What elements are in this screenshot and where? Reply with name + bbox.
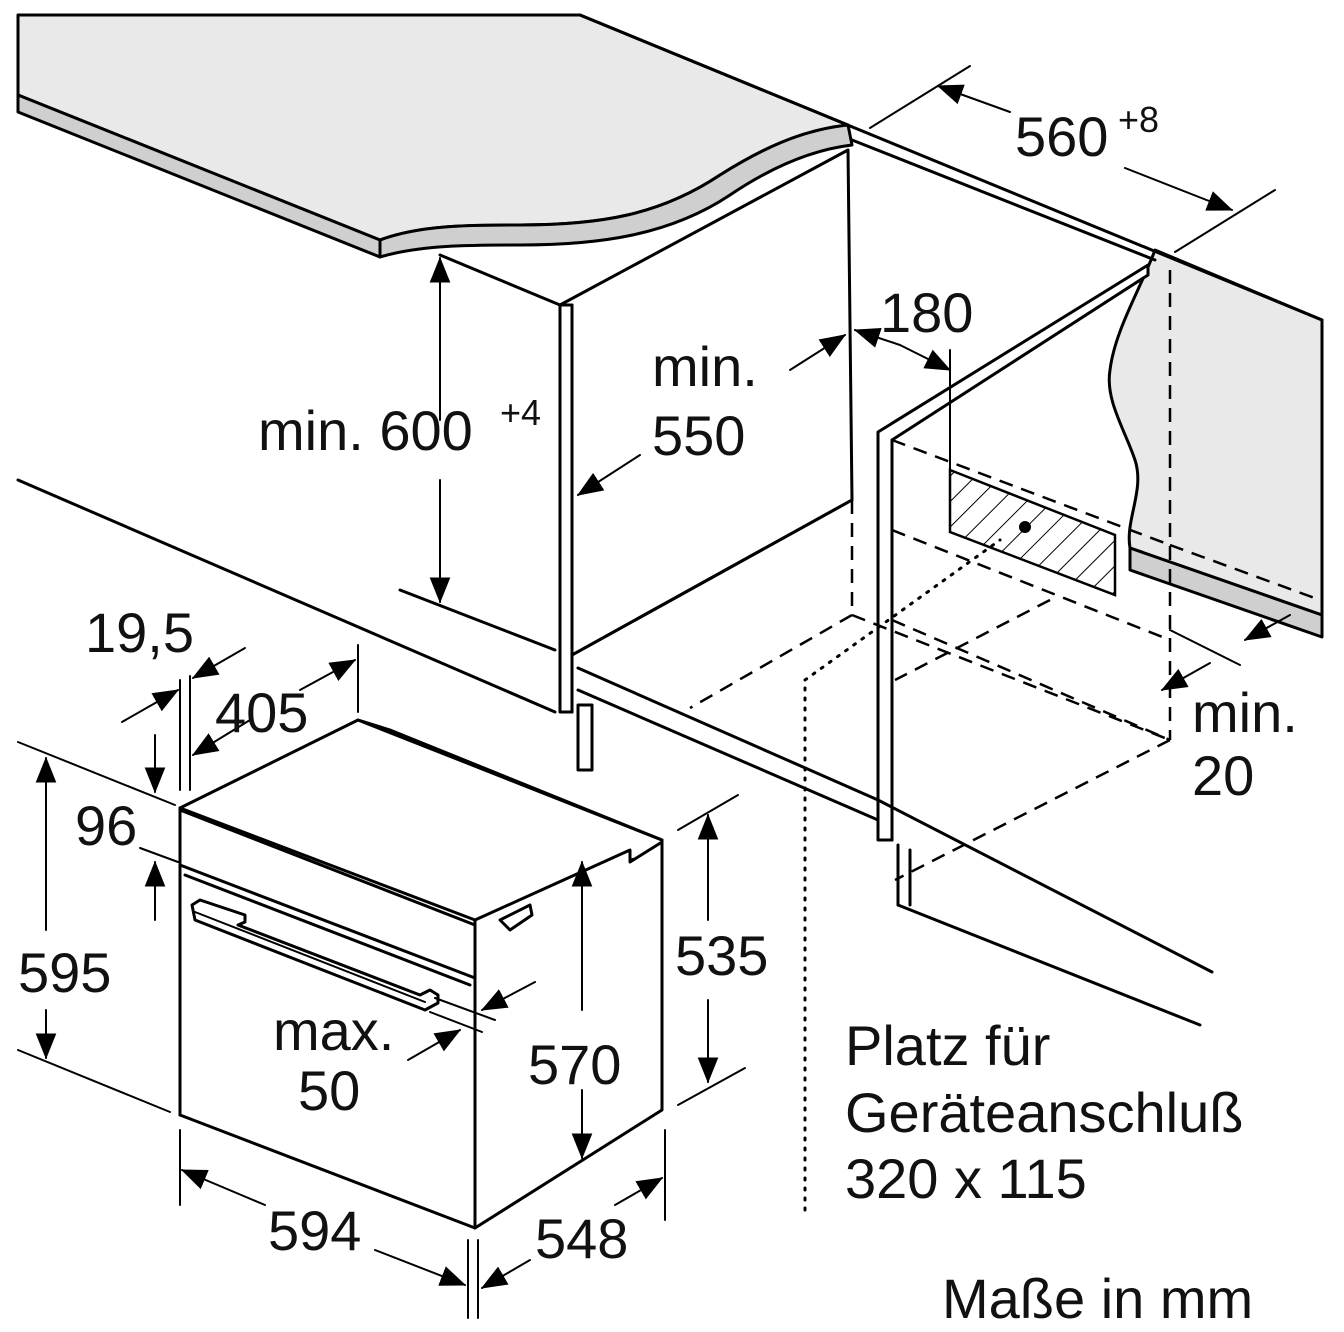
label-depth-min-line2: 550 <box>652 404 745 467</box>
label-dim-594: 594 <box>268 1199 361 1262</box>
label-connection-line2: Geräteanschluß <box>845 1081 1243 1144</box>
label-max-line2: 50 <box>298 1059 360 1122</box>
oven <box>178 718 664 1230</box>
label-gap-min-line1: min. <box>1192 681 1298 744</box>
label-depth-min-line1: min. <box>652 335 758 398</box>
label-dim-570: 570 <box>528 1033 621 1096</box>
dimension-lines <box>17 65 1291 1319</box>
label-offset-180: 180 <box>880 281 973 344</box>
label-dim-595: 595 <box>18 941 111 1004</box>
cabinet-niche <box>16 13 1324 1027</box>
label-dim-19-5: 19,5 <box>85 601 194 664</box>
label-dim-535: 535 <box>675 924 768 987</box>
label-niche-width-tolerance: +8 <box>1118 99 1159 140</box>
label-units: Maße in mm <box>942 1267 1253 1330</box>
label-gap-min-line2: 20 <box>1192 744 1254 807</box>
hidden-lines <box>689 270 1321 1212</box>
label-connection-line1: Platz für <box>845 1014 1050 1077</box>
label-niche-height-tolerance: +4 <box>500 392 541 433</box>
label-dim-548: 548 <box>535 1207 628 1270</box>
label-dim-96: 96 <box>75 794 137 857</box>
label-niche-height: min. 600 <box>258 399 473 462</box>
label-max-line1: max. <box>273 999 394 1062</box>
right-worktop <box>1107 248 1324 639</box>
left-worktop <box>16 13 854 259</box>
label-connection-line3: 320 x 115 <box>845 1147 1087 1210</box>
label-niche-width: 560 <box>1015 105 1108 168</box>
label-dim-405: 405 <box>215 681 308 744</box>
dimension-labels: 560 +8 min. 600 +4 min. 550 180 min. 20 … <box>18 99 1298 1330</box>
